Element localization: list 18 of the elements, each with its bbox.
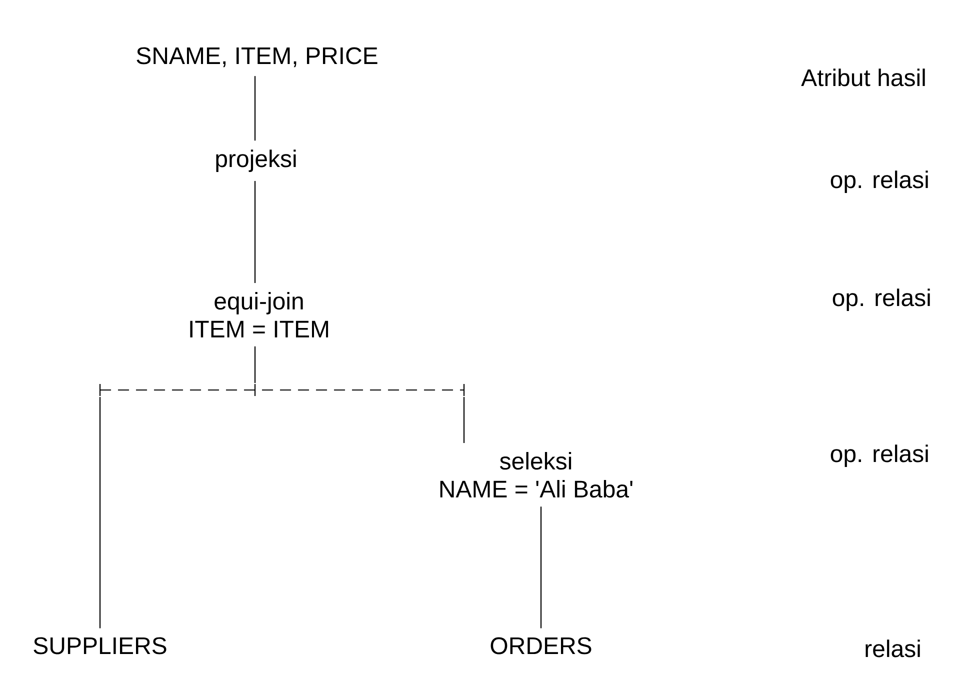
operation-label: equi-join ITEM = ITEM (190, 292, 328, 338)
connector-line (540, 506, 542, 628)
level-label: op. relasi (830, 444, 928, 467)
operation-label: seleksi NAME = 'Ali Baba' (440, 452, 632, 498)
level-label: op. relasi (832, 288, 930, 311)
relation-name: ORDERS (490, 637, 592, 654)
join-bar (99, 384, 465, 396)
operation-label: projeksi (216, 150, 296, 172)
level-label: op. relasi (830, 170, 928, 193)
connector-line (254, 76, 256, 141)
connector-line (463, 397, 465, 443)
connector-line (99, 397, 101, 628)
level-label: Atribut hasil (801, 68, 925, 86)
relation-name: SUPPLIERS (34, 637, 166, 654)
connector-line (254, 180, 256, 283)
level-label: relasi (866, 640, 920, 658)
connector-line (254, 346, 256, 383)
attribute-list: SNAME, ITEM, PRICE (136, 47, 378, 68)
